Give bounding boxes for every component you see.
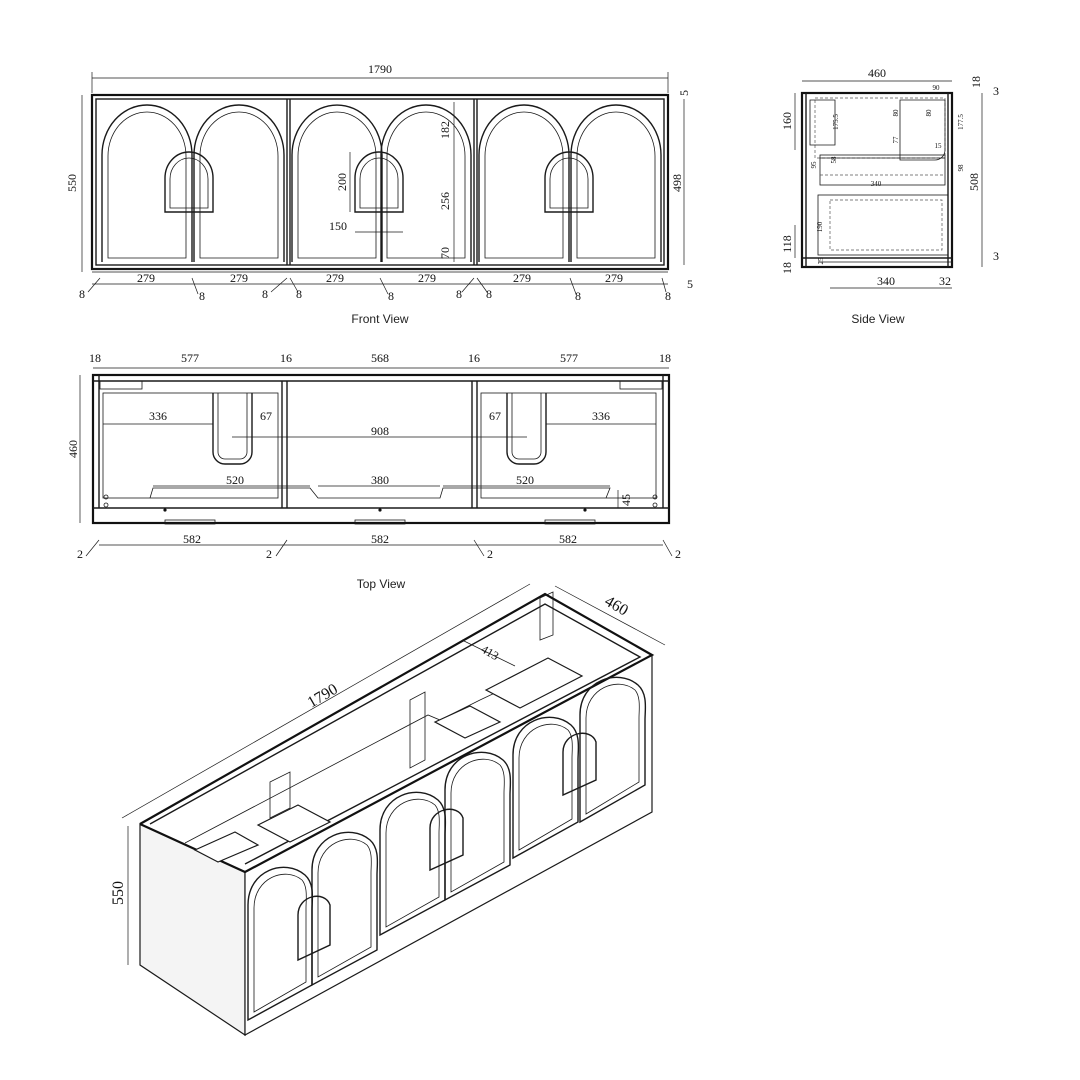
top-bottom-width-2: 582 bbox=[371, 532, 389, 546]
gap-1: 8 bbox=[79, 287, 85, 301]
gap-8: 8 bbox=[575, 289, 581, 303]
door-width-4: 279 bbox=[418, 271, 436, 285]
top-bottom-gap-2: 2 bbox=[266, 547, 272, 561]
side-small-6: 58 bbox=[830, 156, 838, 164]
top-view: 18 577 16 568 16 577 18 460 336 336 67 6… bbox=[66, 351, 681, 591]
front-bottom-gap-label: 5 bbox=[687, 277, 693, 291]
side-view-caption: Side View bbox=[851, 312, 904, 326]
top-width-7: 18 bbox=[659, 351, 671, 365]
front-door-height-label: 498 bbox=[670, 174, 684, 192]
gap-7: 8 bbox=[486, 287, 492, 301]
top-drawer-mid-label: 380 bbox=[371, 473, 389, 487]
top-drawer-left-label: 520 bbox=[226, 473, 244, 487]
iso-depth-label: 460 bbox=[602, 593, 631, 620]
top-inner-left-label: 336 bbox=[149, 409, 167, 423]
top-bottom-gap-4: 2 bbox=[675, 547, 681, 561]
side-small-12: 25 bbox=[817, 257, 825, 265]
iso-width-label: 1790 bbox=[305, 681, 341, 712]
front-handles bbox=[164, 151, 594, 213]
front-width-label: 1790 bbox=[368, 62, 392, 76]
gap-3: 8 bbox=[262, 287, 268, 301]
side-bottom-offset-label: 3 bbox=[993, 249, 999, 263]
side-small-3: 80 bbox=[892, 109, 900, 117]
front-handle-bottom-label: 70 bbox=[438, 247, 452, 259]
side-top-height-label: 160 bbox=[780, 112, 794, 130]
front-door-width-labels: 279 279 279 279 279 279 bbox=[137, 271, 623, 285]
top-width-5: 16 bbox=[468, 351, 480, 365]
top-bottom-gap-3: 2 bbox=[487, 547, 493, 561]
iso-height-label: 550 bbox=[110, 881, 127, 905]
top-width-1: 18 bbox=[89, 351, 101, 365]
top-bottom-width-1: 582 bbox=[183, 532, 201, 546]
iso-view: 1790 460 550 413 bbox=[110, 583, 666, 1037]
top-bottom-gap-1: 2 bbox=[77, 547, 83, 561]
front-top-gap-label: 5 bbox=[677, 90, 691, 96]
gap-6: 8 bbox=[456, 287, 462, 301]
door-width-5: 279 bbox=[513, 271, 531, 285]
side-small-5: 77 bbox=[892, 136, 900, 144]
side-small-9: 340 bbox=[871, 180, 882, 188]
top-view-caption: Top View bbox=[357, 577, 406, 591]
side-base-back-label: 32 bbox=[939, 274, 951, 288]
top-depth-label: 460 bbox=[66, 440, 80, 458]
top-inner-right-label: 336 bbox=[592, 409, 610, 423]
door-width-2: 279 bbox=[230, 271, 248, 285]
side-notch-label: 90 bbox=[933, 84, 941, 92]
side-right-height-label: 508 bbox=[967, 173, 981, 191]
iso-handles bbox=[297, 732, 597, 962]
side-top-thickness-label: 18 bbox=[969, 76, 983, 88]
top-width-2: 577 bbox=[181, 351, 199, 365]
front-height-label: 550 bbox=[65, 174, 79, 192]
door-width-1: 279 bbox=[137, 271, 155, 285]
side-small-8: 98 bbox=[957, 164, 965, 172]
top-notch-left-label: 67 bbox=[260, 409, 272, 423]
side-small-10: 190 bbox=[816, 221, 824, 232]
side-small-7: 95 bbox=[810, 161, 818, 169]
gap-5: 8 bbox=[388, 289, 394, 303]
side-small-1: 175.5 bbox=[832, 114, 840, 130]
front-handle-height-label: 256 bbox=[438, 192, 452, 210]
side-small-11: 15 bbox=[935, 142, 943, 150]
top-bottom-width-3: 582 bbox=[559, 532, 577, 546]
side-plinth-label: 18 bbox=[780, 262, 794, 274]
side-small-4: 80 bbox=[925, 109, 933, 117]
gap-4: 8 bbox=[296, 287, 302, 301]
side-base-depth-label: 340 bbox=[877, 274, 895, 288]
iso-arches bbox=[247, 676, 647, 1022]
front-view-caption: Front View bbox=[351, 312, 408, 326]
top-width-6: 577 bbox=[560, 351, 578, 365]
front-arches bbox=[101, 104, 662, 262]
front-gap-labels: 8 8 8 8 8 8 8 8 8 bbox=[79, 277, 671, 303]
front-view: 1790 550 498 5 5 182 256 70 200 150 279 … bbox=[65, 62, 693, 326]
front-handle-inner-label: 200 bbox=[335, 173, 349, 191]
top-back-gap-label: 45 bbox=[619, 494, 633, 506]
top-width-4: 568 bbox=[371, 351, 389, 365]
front-arch-top-label: 182 bbox=[438, 121, 452, 139]
top-drawer-right-label: 520 bbox=[516, 473, 534, 487]
side-small-2: 177.5 bbox=[957, 114, 965, 130]
side-depth-label: 460 bbox=[868, 66, 886, 80]
gap-9: 8 bbox=[665, 289, 671, 303]
side-small-labels: 175.5 177.5 80 80 77 58 95 98 340 190 15… bbox=[810, 109, 965, 265]
iso-inner-label: 413 bbox=[479, 642, 502, 663]
door-width-3: 279 bbox=[326, 271, 344, 285]
side-top-offset-label: 3 bbox=[993, 84, 999, 98]
side-view: 460 90 160 118 18 508 18 3 3 340 32 175.… bbox=[780, 66, 999, 326]
top-notch-right-label: 67 bbox=[489, 409, 501, 423]
top-width-labels: 18 577 16 568 16 577 18 bbox=[89, 351, 671, 365]
door-width-6: 279 bbox=[605, 271, 623, 285]
front-handle-width-label: 150 bbox=[329, 219, 347, 233]
side-bottom-height-label: 118 bbox=[780, 235, 794, 253]
top-width-3: 16 bbox=[280, 351, 292, 365]
gap-2: 8 bbox=[199, 289, 205, 303]
top-center-span-label: 908 bbox=[371, 424, 389, 438]
